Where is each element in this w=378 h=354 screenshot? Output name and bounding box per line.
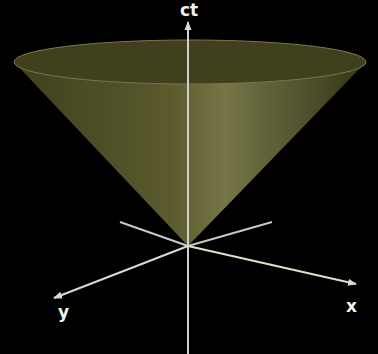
- cone-rim: [14, 40, 366, 84]
- y-axis: [54, 246, 188, 298]
- axis-label: y: [58, 304, 69, 321]
- axis-label: x: [346, 298, 357, 315]
- axis-label: ct: [180, 2, 198, 19]
- ct-axis: [187, 22, 189, 354]
- x-axis: [188, 246, 356, 284]
- light-cone: [14, 62, 366, 246]
